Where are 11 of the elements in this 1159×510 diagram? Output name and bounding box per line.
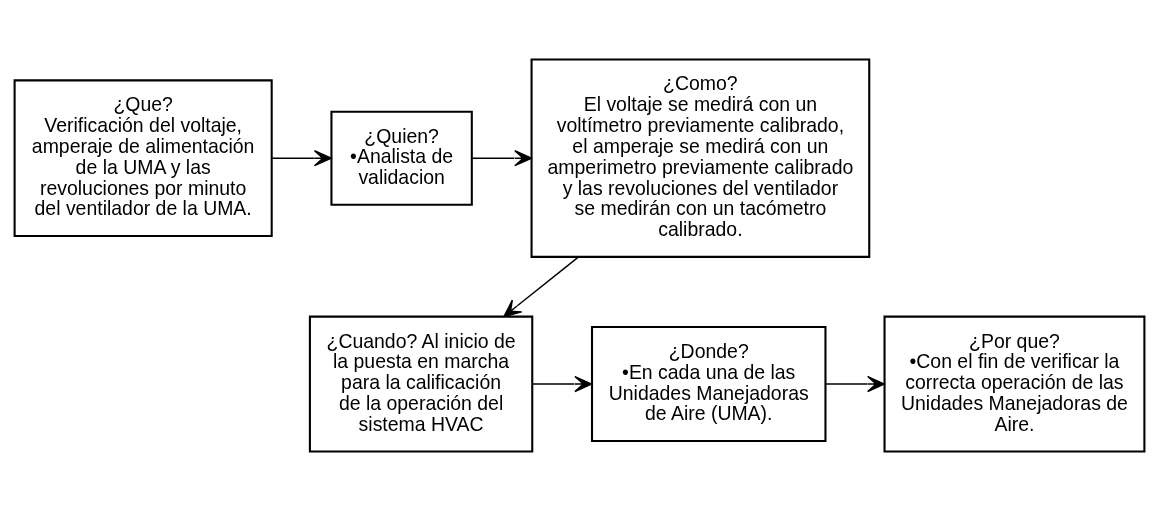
arrow <box>471 149 533 166</box>
node-box: ¿Como? El voltaje se medirá con un voltímetro previamente calibrado, el amperaje se medirá con un amperimetro previamente calibrado y las revoluciones del ventilador se medirán con un tacómetro calibrado. <box>530 58 871 258</box>
node-box: ¿Quien? •Analista de validacion <box>330 110 473 206</box>
arrow <box>825 375 886 392</box>
node-box: ¿Donde? •En cada una de las Unidades Manejadoras de Aire (UMA). <box>590 325 827 442</box>
arrow <box>271 149 332 166</box>
arrow <box>503 255 579 317</box>
node-box: ¿Cuando? Al inicio de la puesta en marcha para la calificación de la operación del sistema HVAC <box>308 315 534 452</box>
node-box: ¿Por que? •Con el fin de verificar la correcta operación de las Unidades Manejadoras de Aire. <box>883 315 1146 452</box>
node-box: ¿Que? Verificación del voltaje, amperaje de alimentación de la UMA y las revoluciones por minuto del ventilador de la UMA. <box>13 78 273 237</box>
arrow <box>531 375 593 392</box>
